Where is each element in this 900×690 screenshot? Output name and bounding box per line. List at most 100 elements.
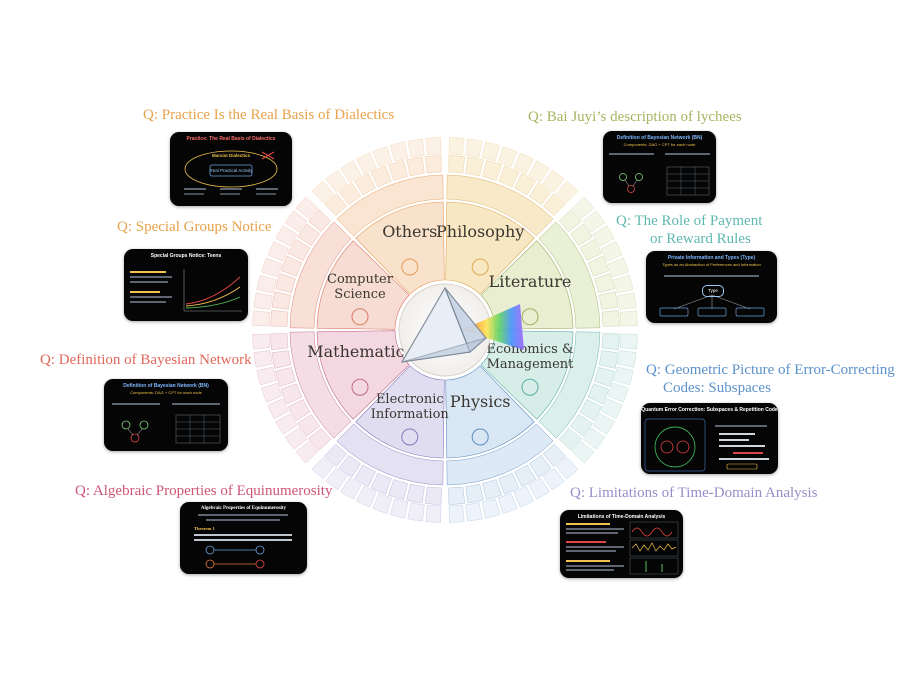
sector-tile — [324, 193, 347, 217]
card-equinumerosity[interactable]: Algebraic Properties of Equinumerosity T… — [180, 502, 307, 574]
card-inner-label: Real Practical Activity — [209, 168, 253, 173]
card-inner-label: Type — [702, 285, 724, 297]
sector-tile — [425, 155, 442, 174]
sector-tile — [407, 502, 425, 522]
sector-tile — [252, 310, 271, 327]
question-equinumerosity: Q: Algebraic Properties of Equinumerosit… — [75, 483, 333, 499]
sector-tile — [601, 333, 620, 350]
sector-tile — [529, 455, 552, 478]
sector-computer — [316, 240, 410, 330]
sector-tile — [542, 169, 565, 193]
sector-tile — [253, 292, 273, 310]
sector-tile — [270, 310, 289, 327]
rainbow-beam — [462, 304, 524, 350]
sector-tile — [582, 427, 606, 450]
sector-band-others — [336, 174, 444, 237]
sector-tile — [261, 257, 283, 278]
sector-band-literature — [538, 221, 601, 329]
sector-tile — [465, 502, 483, 522]
sector-tile — [406, 156, 425, 177]
sector-tile — [295, 196, 319, 219]
sector-tile — [498, 472, 520, 495]
card-bayesian[interactable]: Definition of Bayesian Network (BN) Comp… — [104, 379, 228, 451]
sector-tile — [617, 350, 637, 368]
sector-mathematics — [316, 330, 410, 420]
sector-tile — [425, 137, 442, 156]
sector-tile — [295, 441, 319, 464]
card-time-domain[interactable]: Limitations of Time-Domain Analysis — [560, 510, 683, 578]
sector-band-physics — [446, 423, 554, 486]
sector-tile — [498, 165, 520, 188]
sector-economics — [480, 330, 574, 420]
sector-tile — [570, 223, 593, 246]
card-dialectics[interactable]: Practice: The Real Basis of Dialectics M… — [170, 132, 292, 206]
sector-tile — [613, 274, 634, 294]
sector-tile — [271, 350, 292, 369]
sector-tile — [389, 141, 409, 162]
card-ecc[interactable]: Quantum Error Correction: Subspaces & Re… — [641, 403, 778, 474]
sector-tile — [465, 483, 484, 504]
sector-tile — [275, 273, 296, 293]
question-lychees: Q: Bai Juyi’s description of lychees — [528, 109, 742, 125]
sector-tile — [275, 413, 298, 435]
card-title: Practice: The Real Basis of Dialectics — [186, 136, 276, 142]
sector-tile — [271, 291, 292, 310]
sector-tile — [558, 209, 582, 232]
question-time-domain: Q: Limitations of Time-Domain Analysis — [570, 485, 818, 501]
card-title: Algebraic Properties of Equinumerosity — [200, 506, 287, 511]
sector-tile — [354, 173, 376, 196]
card-title: Definition of Bayesian Network (BN) — [616, 135, 703, 141]
sector-label-others: Others — [382, 222, 437, 241]
card-inner-label: Theorem 1 — [194, 526, 215, 531]
sector-tile — [297, 414, 320, 437]
card-title: Quantum Error Correction: Subspaces & Re… — [641, 407, 778, 413]
book-icon — [521, 308, 539, 326]
sector-tile — [619, 333, 638, 350]
sector-tile — [513, 152, 534, 175]
sector-literature — [480, 240, 574, 330]
sector-tile — [388, 160, 408, 181]
sector-tile — [297, 223, 320, 246]
sector-tile — [325, 169, 348, 193]
bar-chart-icon — [521, 378, 539, 396]
sector-tile — [288, 239, 311, 261]
sector-tile — [338, 455, 361, 478]
card-lychee[interactable]: Definition of Bayesian Network (BN) Comp… — [603, 131, 716, 203]
sector-tile — [571, 441, 595, 464]
sector-tile — [275, 225, 298, 247]
sector-tile — [598, 291, 619, 310]
sector-tile — [594, 273, 615, 293]
sector-tile — [389, 498, 409, 519]
sector-tile — [425, 486, 442, 505]
sector-tile — [619, 310, 638, 327]
column-icon — [471, 258, 489, 276]
card-payment[interactable]: Private Information and Types (Type) Typ… — [646, 251, 777, 323]
sector-others — [355, 201, 445, 295]
card-subtitle: Types as an Abstraction of Preferences a… — [662, 262, 761, 267]
sector-tile — [280, 383, 303, 405]
sector-tile — [587, 383, 610, 405]
sector-tile — [406, 483, 425, 504]
sector-tile — [448, 137, 465, 156]
sector-tile — [311, 456, 334, 480]
sector-physics — [445, 365, 535, 459]
sector-tile — [388, 479, 408, 500]
sector-tile — [370, 472, 392, 495]
sector-tile — [600, 241, 623, 262]
question-ecc-line2: Codes: Subspaces — [663, 380, 771, 396]
sector-tile — [600, 398, 623, 419]
sector-tile — [356, 152, 377, 175]
card-title: Definition of Bayesian Network (BN) — [123, 383, 209, 389]
sector-band-philosophy — [446, 174, 554, 237]
sector-tile — [482, 160, 502, 181]
sector-band-electronic — [336, 423, 444, 486]
card-special-groups[interactable]: Special Groups Notice: Teens — [124, 249, 248, 321]
sector-tile — [481, 141, 501, 162]
sector-tile — [256, 366, 277, 386]
sector-tile — [338, 182, 361, 205]
card-inner-label: Marxist Dialectics — [211, 153, 251, 158]
sector-label-literature: Literature — [489, 272, 572, 291]
sector-tile — [311, 180, 334, 204]
sector-tile — [308, 209, 332, 232]
